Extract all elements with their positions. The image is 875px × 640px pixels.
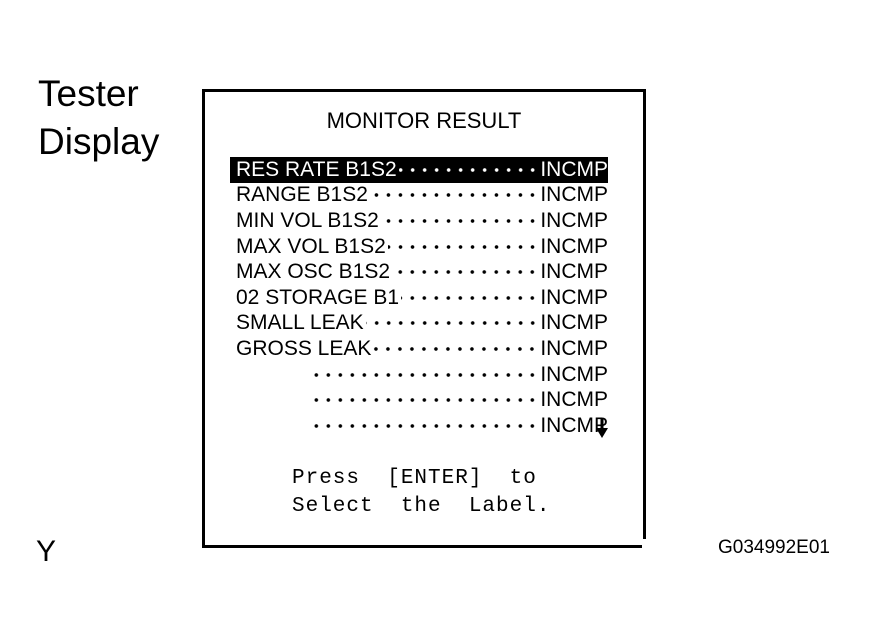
monitor-status: INCMP <box>540 157 608 181</box>
monitor-label: RES RATE B1S2 <box>236 157 397 181</box>
monitor-row[interactable]: INCMP <box>236 362 608 388</box>
monitor-row[interactable]: RANGE B1S2 INCMP <box>236 183 608 209</box>
monitor-label: MIN VOL B1S2 <box>236 208 379 232</box>
dot-leader <box>401 285 539 310</box>
monitor-status: INCMP <box>540 362 608 386</box>
figure-code: G034992E01 <box>718 537 830 558</box>
monitor-row[interactable]: SMALL LEAK INCMP <box>236 311 608 337</box>
corner-letter: Y <box>36 535 57 568</box>
monitor-label: MAX OSC B1S2 <box>236 260 391 284</box>
monitor-label: GROSS LEAK <box>236 336 372 360</box>
dot-leader <box>312 388 539 413</box>
monitor-row[interactable]: MIN VOL B1S2 INCMP <box>236 208 608 234</box>
monitor-status: INCMP <box>540 285 608 309</box>
monitor-label: 02 STORAGE B1 <box>236 285 400 309</box>
dot-leader <box>312 413 539 438</box>
monitor-status: INCMP <box>540 208 608 232</box>
monitor-row[interactable]: GROSS LEAK INCMP <box>236 336 608 362</box>
dot-leader <box>369 183 539 208</box>
caption-line-1: Tester <box>38 73 139 114</box>
monitor-status: INCMP <box>540 413 608 437</box>
dot-leader <box>380 208 539 233</box>
monitor-status: INCMP <box>540 234 608 258</box>
monitor-status: INCMP <box>540 311 608 335</box>
dot-leader <box>373 336 539 361</box>
monitor-row[interactable]: INCMP <box>236 413 608 439</box>
dot-leader <box>392 260 539 285</box>
screen-border-bottom <box>202 545 642 548</box>
monitor-label: MAX VOL B1S2 <box>236 234 386 258</box>
monitor-status: INCMP <box>540 260 608 284</box>
dot-leader <box>398 157 539 182</box>
monitor-status: INCMP <box>540 388 608 412</box>
monitor-row[interactable]: MAX VOL B1S2 INCMP <box>236 234 608 260</box>
screen-border-top <box>202 89 646 92</box>
screen-border-right <box>643 89 646 539</box>
tester-display-caption: Tester Display <box>38 70 159 166</box>
monitor-status: INCMP <box>540 336 608 360</box>
hint-line-2: Select the Label. <box>292 495 551 518</box>
screen-title: MONITOR RESULT <box>326 108 522 133</box>
monitor-status: INCMP <box>540 183 608 207</box>
monitor-label: SMALL LEAK <box>236 311 364 335</box>
monitor-row[interactable]: 02 STORAGE B1 INCMP <box>236 285 608 311</box>
hint-line-1: Press [ENTER] to <box>292 467 537 490</box>
monitor-label: RANGE B1S2 <box>236 183 368 207</box>
monitor-row[interactable]: MAX OSC B1S2 INCMP <box>236 259 608 285</box>
screen-border-left <box>202 89 205 548</box>
dot-leader <box>365 311 539 336</box>
dot-leader <box>312 362 539 387</box>
monitor-row[interactable]: INCMP <box>236 387 608 413</box>
dot-leader <box>387 234 539 259</box>
enter-hint: Press [ENTER] to Select the Label. <box>292 465 550 521</box>
arrow-down-icon <box>596 419 608 438</box>
monitor-row-selected[interactable]: RES RATE B1S2 INCMP <box>230 157 608 183</box>
caption-line-2: Display <box>38 121 160 162</box>
